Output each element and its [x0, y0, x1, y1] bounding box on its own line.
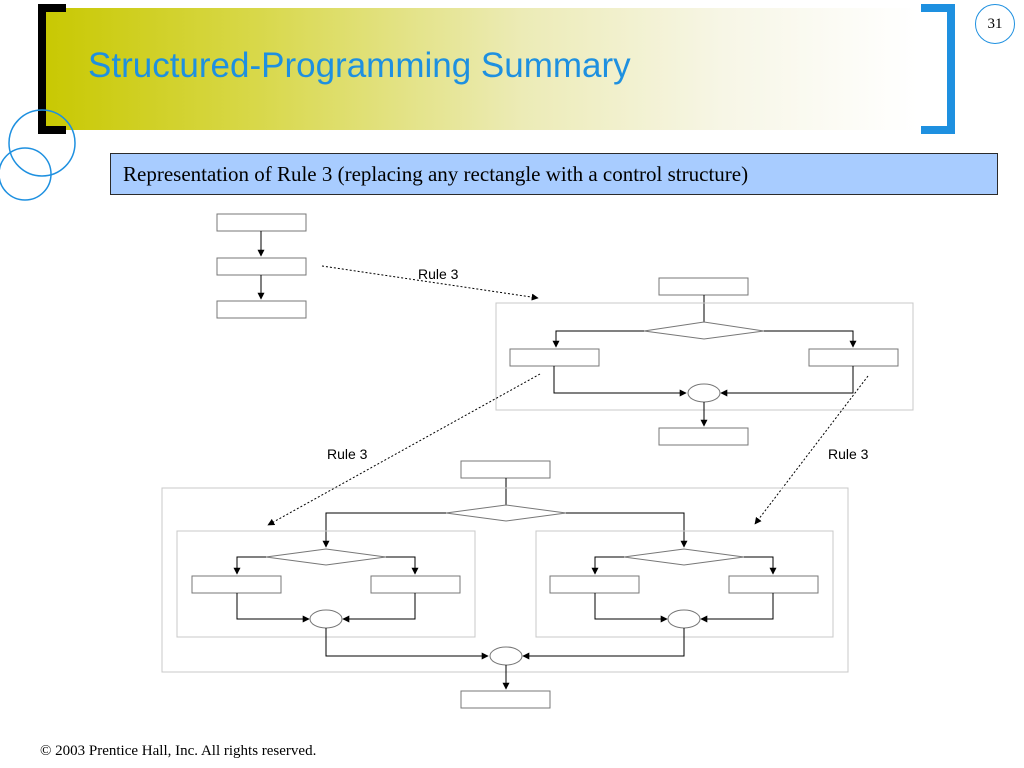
flow-rectangle: [370, 575, 461, 594]
flow-rectangle: [808, 348, 899, 367]
flow-rectangle: [460, 690, 551, 709]
decision-diamond: [265, 548, 387, 566]
rule-arrow: [267, 373, 541, 526]
flow-rectangle: [460, 460, 551, 479]
flow-rectangle: [658, 427, 749, 446]
rule-arrow: [754, 375, 869, 525]
flow-rectangle: [549, 575, 640, 594]
flow-rectangle: [216, 213, 307, 232]
connector-circle: [489, 646, 523, 666]
if-else-structure: [495, 277, 914, 446]
rule-label: Rule 3: [418, 266, 459, 282]
flow-rectangle: [509, 348, 600, 367]
flow-rectangle: [191, 575, 282, 594]
flow-rectangle: [216, 257, 307, 276]
nested-if-else-structure: [161, 460, 849, 709]
subtitle-box: Representation of Rule 3 (replacing any …: [110, 153, 998, 195]
flow-rectangle: [216, 300, 307, 319]
connector-circle: [667, 609, 701, 629]
slide-title: Structured-Programming Summary: [88, 46, 631, 85]
left-bracket-icon: [38, 4, 66, 134]
connector-circle: [687, 383, 721, 403]
title-band: [38, 8, 918, 130]
decorative-circle-icon: [8, 109, 76, 177]
subtitle-text: Representation of Rule 3 (replacing any …: [123, 161, 749, 186]
sequence-structure: [216, 213, 307, 319]
flow-rectangle: [658, 277, 749, 296]
right-bracket-icon: [921, 4, 955, 134]
decision-diamond: [445, 504, 567, 522]
decision-diamond: [643, 321, 765, 340]
decorative-circle-icon: [0, 147, 52, 201]
flow-rectangle: [728, 575, 819, 594]
slide-number-badge: 31: [975, 4, 1015, 44]
decision-diamond: [623, 548, 745, 566]
connector-circle: [309, 609, 343, 629]
rule-label: Rule 3: [828, 446, 869, 462]
rule-label: Rule 3: [327, 446, 368, 462]
rule-arrow: [321, 265, 539, 301]
replacement-container: [161, 487, 849, 673]
copyright-notice: © 2003 Prentice Hall, Inc. All rights re…: [40, 743, 317, 759]
